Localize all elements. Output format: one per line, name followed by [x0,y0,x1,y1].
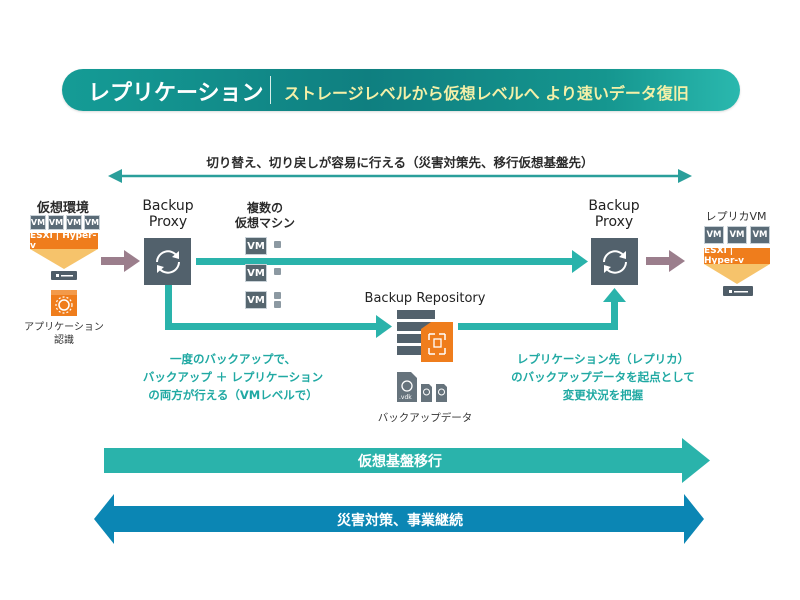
left-proxy-title-2: Proxy [148,214,188,230]
vm-group-label-2: 仮想マシン [234,216,295,230]
sync-icon [155,249,180,274]
migration-bar-arrow [104,438,710,483]
right-backup-proxy [591,238,638,285]
banner-title: レプリケーション [88,81,264,106]
disk-icon [274,241,281,248]
vm-group-label-1: 複数の [246,201,283,215]
arrow-proxy-to-replica [646,250,685,272]
disaster-bar-double-arrow [94,494,704,544]
right-note-line: レプリケーション先（レプリカ） [516,352,690,366]
app-aware-label-1: アプリケーション [24,322,104,333]
host-funnel [704,264,770,284]
app-aware-icon [51,290,77,316]
switchover-label: 切り替え、切り戻しが容易に行える（災害対策先、移行仮想基盤先） [206,155,594,170]
disk-icon [274,301,281,308]
title-banner [62,69,740,111]
source-vm: VM [84,215,100,230]
source-hypervisor: ESXi | Hyper-v [30,231,98,251]
switchover-double-arrow [108,169,692,183]
right-proxy-title-1: Backup [588,198,640,214]
left-backup-proxy [144,238,191,285]
arrow-proxy-to-proxy [196,250,588,273]
left-note-line: バックアップ ＋ レプリケーション [142,370,324,384]
vm-box: VM [245,291,267,309]
replica-vm: VM [727,226,747,244]
source-vm-row: VM VM VM VM [30,215,100,231]
vm-box: VM [245,264,267,282]
source-env-label: 仮想環境 [36,201,89,216]
left-proxy-title-1: Backup [142,198,194,214]
replica-vm-row: VM VM VM [704,226,770,245]
backup-repository-icon [397,310,453,362]
right-note-line: 変更状況を把握 [562,388,644,402]
source-vm: VM [48,215,64,230]
replica-host [704,264,770,296]
right-proxy-title-2: Proxy [594,214,634,230]
replica-vm: VM [750,226,770,244]
replica-vm: VM [704,226,724,244]
app-aware-label-2: 認識 [54,335,74,346]
arrow-env-to-proxy [101,250,140,272]
host-funnel [30,249,98,269]
right-note: レプリケーション先（レプリカ） のバックアップデータを起点として 変更状況を把握 [478,350,728,404]
vm-box: VM [245,237,267,255]
disaster-recovery-label: 災害対策、事業継続 [337,513,463,529]
replica-hypervisor: ESXi | Hyper-v [704,246,770,266]
right-note-line: のバックアップデータを起点として [511,370,695,384]
arrow-repository-to-proxy [458,288,626,330]
sync-icon [602,249,627,274]
disk-icon [274,292,281,299]
banner-divider [270,76,271,104]
migration-label: 仮想基盤移行 [358,454,442,470]
arrow-proxy-to-repository [165,285,392,338]
repository-title: Backup Repository [364,291,486,306]
left-note-line: 一度のバックアップで、 [169,352,297,366]
source-vm: VM [66,215,82,230]
vdk-extension: .vdk [399,394,412,401]
source-vm: VM [30,215,46,230]
backup-data-label: バックアップデータ [377,412,473,424]
vdk-files-icon: .vdk [397,372,447,402]
replica-env-label: レプリカVM [705,210,767,223]
left-note-line: の両方が行える（VMレベルで） [148,388,318,402]
source-host [30,249,98,280]
left-note: 一度のバックアップで、 バックアップ ＋ レプリケーション の両方が行える（VM… [118,350,348,404]
banner-subtitle: ストレージレベルから仮想レベルへ より速いデータ復旧 [284,84,689,103]
disk-icon [274,268,281,275]
